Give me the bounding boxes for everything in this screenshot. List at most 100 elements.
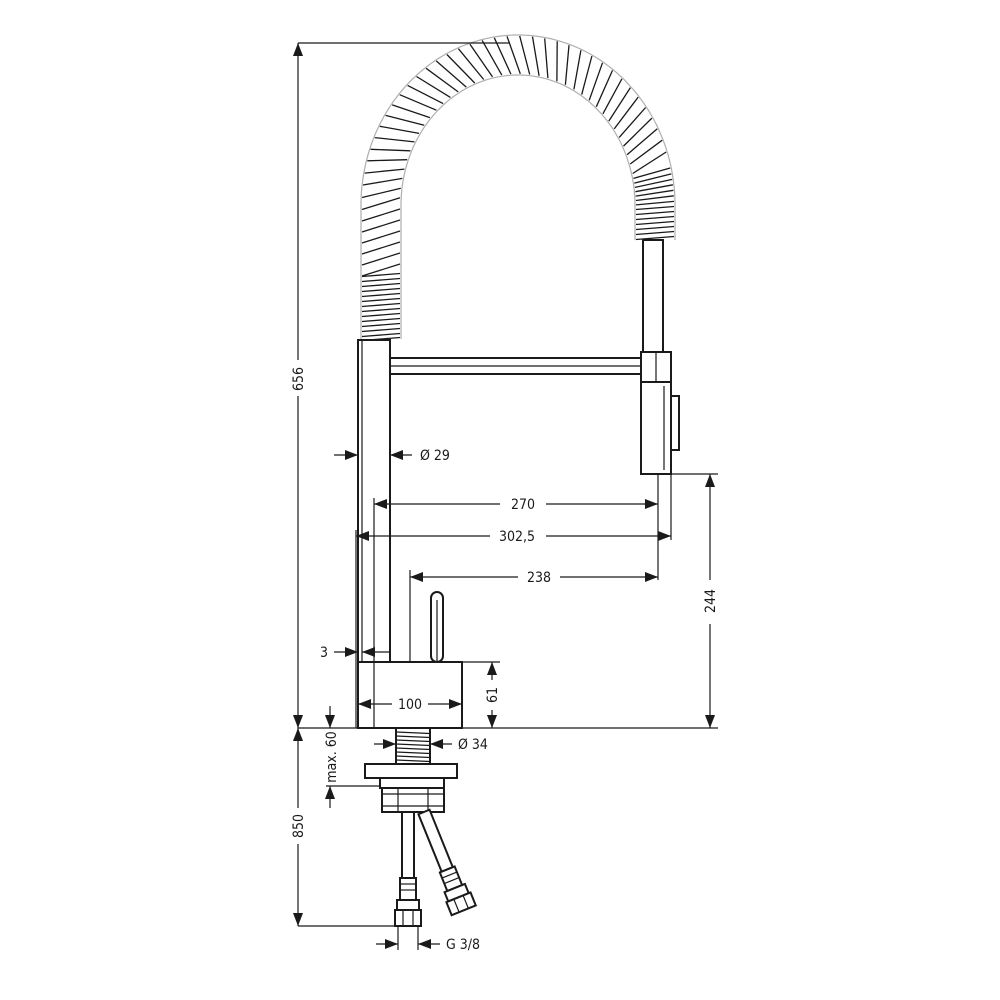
shank-thread: [395, 755, 431, 759]
spring-coil-turn: [635, 235, 675, 241]
label-wall-offset: 3: [320, 645, 328, 661]
spring-coil-turn: [374, 136, 415, 143]
spray-head: [640, 381, 672, 475]
spring-coil-turn: [361, 272, 401, 278]
spring-coil-turn: [361, 263, 401, 277]
spring-coil-turn: [635, 210, 675, 216]
spring-coil-turn: [608, 87, 631, 122]
spring-coil-turn: [407, 84, 444, 105]
spring-coil-turn: [425, 67, 459, 93]
spring-coil-turn: [435, 60, 467, 88]
spring-coil: [360, 34, 676, 342]
spring-coil-turn: [446, 54, 476, 84]
spring-coil-turn: [361, 297, 401, 303]
spring-coil-turn: [361, 332, 401, 338]
spring-coil-turn: [633, 167, 671, 180]
spring-coil-turn: [361, 317, 401, 323]
spring-coil-turn: [493, 37, 512, 75]
spring-coil-turn: [370, 148, 411, 152]
spring-coil-turn: [634, 173, 672, 184]
hose-connector: [394, 909, 422, 927]
spring-coil-turn: [573, 50, 582, 90]
label-shank-diameter: Ø 34: [458, 737, 488, 753]
spring-coil-turn: [506, 36, 521, 75]
label-connection-thread: G 3/8: [446, 937, 480, 953]
shank-thread: [395, 739, 431, 743]
spring-coil-turn: [635, 200, 675, 206]
spring-coil-turn: [629, 139, 663, 165]
shank-thread: [395, 735, 431, 739]
faucet-body: [357, 239, 680, 729]
label-reach-outer: 302,5: [499, 529, 535, 545]
spring-coil-turn: [367, 159, 408, 162]
spring-coil-turn: [361, 307, 401, 313]
spring-coil-turn: [399, 94, 437, 111]
spring-coil-turn: [364, 168, 405, 174]
supply-hose-angled: [417, 808, 455, 874]
mounting-parts: [364, 727, 478, 927]
spring-coil-turn: [361, 287, 401, 293]
spring-coil-turn: [361, 252, 401, 266]
shank-thread: [395, 747, 431, 751]
label-hose-length: 850: [291, 814, 307, 838]
spring-coil-turn: [581, 55, 593, 95]
spring-coil-turn: [361, 336, 401, 342]
spring-coil-turn: [635, 205, 675, 211]
spring-coil-turn: [385, 114, 425, 126]
spring-coil-turn: [623, 117, 653, 147]
spray-head-button: [670, 395, 680, 451]
spring-coil-turn: [361, 187, 401, 199]
spring-coil-turn: [457, 48, 485, 80]
spout-tube: [642, 239, 664, 353]
spring-coil-turn: [595, 70, 614, 108]
label-base-width: 100: [398, 697, 422, 713]
arrowheads: [293, 43, 715, 949]
spring-coil-turn: [361, 282, 401, 288]
spring-coil-turn: [635, 220, 675, 226]
spring-coil-turn: [379, 125, 420, 135]
spring-coil-turn: [635, 230, 675, 236]
label-lever-offset: 238: [527, 570, 551, 586]
spring-coil-turn: [635, 215, 675, 221]
spring-coil-turn: [531, 36, 540, 77]
supply-hose-straight: [401, 811, 415, 879]
spring-coil-turn: [361, 292, 401, 298]
shank-thread: [395, 731, 431, 735]
fixing-plate: [364, 763, 458, 779]
spring-coil-turn: [361, 327, 401, 333]
spring-coil-turn: [361, 241, 401, 255]
spring-coil-turn: [632, 151, 667, 175]
spring-coil-turn: [361, 302, 401, 308]
spring-coil-turn: [613, 96, 639, 130]
spring-coil-turn: [634, 178, 673, 189]
spring-coil-turn: [362, 177, 403, 186]
spring-coil-turn: [361, 322, 401, 328]
spring-coil-turn: [564, 45, 570, 85]
spring-outline: [360, 34, 676, 339]
spring-coil-turn: [635, 189, 674, 197]
label-spout-height: 244: [703, 589, 719, 613]
shank-thread: [395, 743, 431, 747]
label-base-height: 61: [485, 687, 501, 703]
spring-coil-turn: [361, 277, 401, 283]
spring-coil-turn: [519, 35, 531, 75]
label-reach-inner: 270: [511, 497, 535, 513]
label-total-height: 656: [291, 367, 307, 391]
dimension-labels: 656 850 max. 60 244 61 270 302,5 238 100…: [288, 360, 720, 953]
spring-coil-turn: [361, 312, 401, 318]
spring-coil-turn: [635, 225, 675, 231]
mounting-nut: [381, 787, 445, 813]
label-max-mounting: max. 60: [324, 731, 340, 782]
threaded-shank: [395, 727, 431, 765]
spring-coil-turn: [626, 128, 658, 156]
spring-coil-turn: [602, 78, 623, 115]
spring-coil-turn: [416, 75, 451, 98]
spring-coil-turn: [469, 43, 494, 78]
spring-coil-turn: [361, 219, 401, 233]
spring-coil-turn: [544, 38, 549, 79]
spring-outline: [400, 74, 636, 339]
shank-thread: [395, 759, 431, 763]
spring-coil-turn: [361, 208, 401, 222]
spring-coil-turn: [618, 107, 647, 138]
